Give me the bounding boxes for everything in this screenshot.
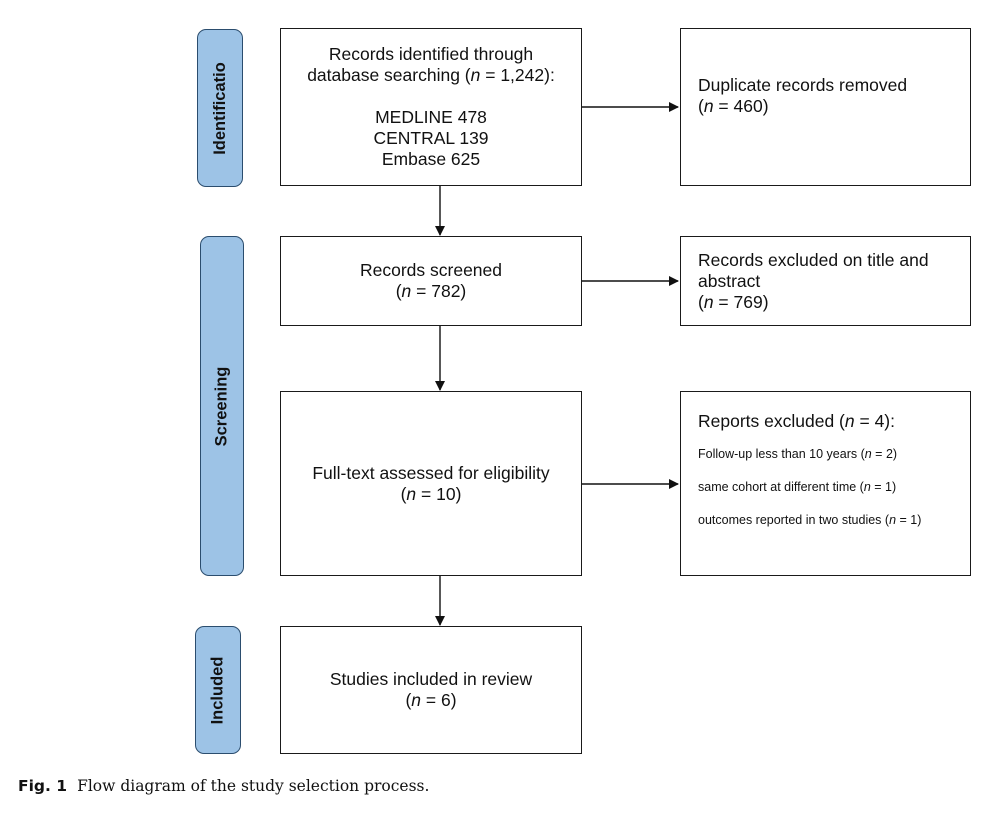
- source-embase: Embase 625: [381, 149, 481, 169]
- paren-open: (: [395, 281, 402, 301]
- n-symbol: n: [863, 480, 871, 494]
- stage-label-identification: Identificatio: [197, 29, 243, 187]
- n-symbol: n: [703, 96, 714, 116]
- paren-open: (: [405, 690, 412, 710]
- records-screened-label: Records screened: [359, 260, 503, 280]
- n-symbol: n: [411, 690, 422, 710]
- count-value: = 769): [713, 292, 769, 312]
- records-screened-box: Records screened (n = 782): [280, 236, 582, 326]
- reports-excluded-box: Reports excluded (n = 4): Follow-up less…: [680, 391, 971, 576]
- studies-included-box: Studies included in review (n = 6): [280, 626, 582, 754]
- reports-excluded-title: Reports excluded (n = 4):: [698, 411, 970, 432]
- records-excluded-line2: abstract: [698, 271, 761, 291]
- n-symbol: n: [401, 281, 412, 301]
- records-excluded-line1: Records excluded on title and: [698, 250, 929, 270]
- records-excluded-box: Records excluded on title and abstract (…: [680, 236, 971, 326]
- source-medline: MEDLINE 478: [375, 107, 487, 127]
- figure-caption-text: Flow diagram of the study selection proc…: [77, 777, 430, 795]
- reason-text: outcomes reported in two studies (: [698, 513, 890, 527]
- n-symbol: n: [703, 292, 714, 312]
- reason-text: Follow-up less than 10 years (: [698, 447, 865, 461]
- records-identified-line2: database searching (n = 1,242):: [307, 65, 555, 86]
- count-value: = 10): [416, 483, 462, 504]
- records-screened-count: (n = 782): [396, 281, 467, 302]
- count-value: = 782): [411, 281, 467, 301]
- figure-caption-label: Fig. 1: [18, 777, 68, 795]
- count-value: = 460): [713, 96, 769, 116]
- records-identified-count: = 1,242):: [480, 65, 555, 85]
- n-symbol: n: [844, 411, 855, 431]
- paren-open: (: [698, 96, 704, 116]
- title-pre: Reports excluded (: [698, 411, 845, 431]
- figure-caption: Fig. 1 Flow diagram of the study selectio…: [18, 777, 429, 795]
- reason-count: = 1): [870, 480, 897, 494]
- reason-count: = 2): [871, 447, 898, 461]
- n-symbol: n: [864, 447, 872, 461]
- records-identified-box: Records identified through database sear…: [280, 28, 582, 186]
- duplicates-removed-label: Duplicate records removed: [698, 75, 908, 95]
- records-identified-line2-pre: database searching (: [307, 65, 471, 85]
- reason-count: = 1): [896, 513, 922, 527]
- exclusion-reason: Follow-up less than 10 years (n = 2): [698, 446, 970, 462]
- fulltext-assessed-count: (n = 10): [401, 484, 462, 505]
- source-central: CENTRAL 139: [373, 128, 489, 148]
- studies-included-label: Studies included in review: [329, 669, 533, 689]
- duplicates-removed-count: (n = 460): [698, 96, 970, 117]
- paren-open: (: [698, 292, 704, 312]
- n-symbol: n: [889, 513, 897, 527]
- n-symbol: n: [470, 65, 481, 85]
- stage-label-included: Included: [195, 626, 241, 754]
- studies-included-count: (n = 6): [405, 690, 456, 711]
- fulltext-assessed-label: Full-text assessed for eligibility: [312, 462, 550, 483]
- records-excluded-count: (n = 769): [698, 292, 970, 313]
- exclusion-reason: same cohort at different time (n = 1): [698, 479, 970, 495]
- fulltext-assessed-box: Full-text assessed for eligibility (n = …: [280, 391, 582, 576]
- n-symbol: n: [406, 483, 417, 504]
- stage-label-screening: Screening: [200, 236, 244, 576]
- reason-text: same cohort at different time (: [698, 480, 864, 494]
- title-count: = 4):: [854, 411, 895, 431]
- exclusion-reason: outcomes reported in two studies (n = 1): [698, 512, 970, 528]
- records-identified-line1: Records identified through: [328, 44, 534, 64]
- count-value: = 6): [421, 690, 457, 710]
- paren-open: (: [400, 483, 407, 504]
- duplicates-removed-box: Duplicate records removed (n = 460): [680, 28, 971, 186]
